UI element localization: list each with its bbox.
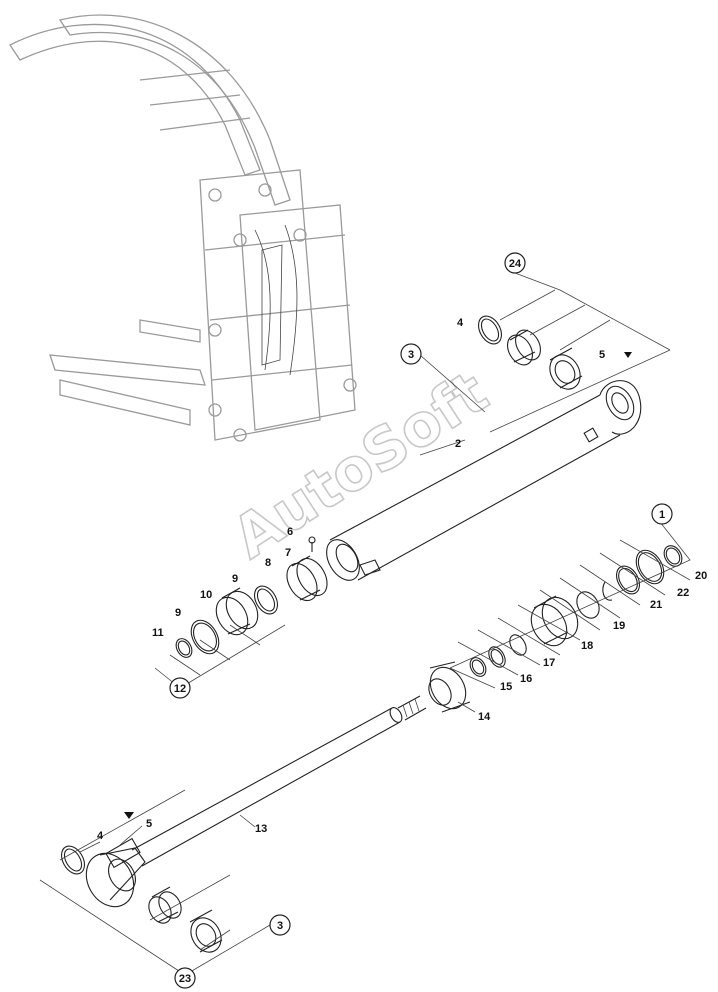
label-8: 8 [265, 557, 271, 569]
callout-3-top: 3 [400, 343, 422, 365]
label-6: 6 [287, 526, 293, 538]
label-9-lower: 9 [175, 607, 181, 619]
label-2: 2 [455, 438, 461, 450]
triangle-marker-icon [624, 352, 632, 358]
label-4-top: 4 [457, 317, 464, 329]
label-5-bottom: 5 [146, 818, 152, 830]
cylinder-barrel [326, 380, 642, 581]
label-15: 15 [500, 681, 512, 693]
pivot-bushing-top [507, 329, 583, 390]
label-10: 10 [200, 589, 212, 601]
piston-rod [131, 661, 471, 867]
label-19: 19 [613, 620, 625, 632]
rod-eye [60, 837, 223, 953]
label-21: 21 [650, 599, 662, 611]
snap-ring-top [477, 315, 503, 345]
label-18: 18 [581, 640, 593, 652]
leader-lines [39, 272, 691, 976]
label-13: 13 [255, 823, 267, 835]
label-11: 11 [152, 627, 164, 639]
svg-text:1: 1 [659, 509, 665, 521]
svg-text:3: 3 [277, 920, 283, 932]
label-7: 7 [285, 547, 291, 559]
label-9-upper: 9 [232, 573, 238, 585]
callout-23: 23 [174, 967, 196, 989]
label-16: 16 [520, 673, 532, 685]
label-14: 14 [478, 711, 491, 723]
label-5-top: 5 [599, 349, 605, 361]
label-22: 22 [677, 587, 689, 599]
label-20: 20 [695, 570, 707, 582]
triangle-marker-icon [124, 812, 134, 819]
callout-3-bottom: 3 [269, 914, 291, 936]
label-4-bottom: 4 [97, 830, 104, 842]
svg-text:24: 24 [509, 258, 522, 270]
svg-text:23: 23 [179, 973, 191, 985]
label-17: 17 [543, 657, 555, 669]
loader-frame-illustration [9, 14, 357, 442]
svg-text:12: 12 [174, 683, 186, 695]
watermark-text: AutoSoft [221, 358, 500, 572]
callout-1: 1 [651, 503, 673, 525]
callout-12: 12 [169, 677, 191, 699]
svg-text:3: 3 [408, 349, 414, 361]
callout-24: 24 [504, 252, 526, 274]
